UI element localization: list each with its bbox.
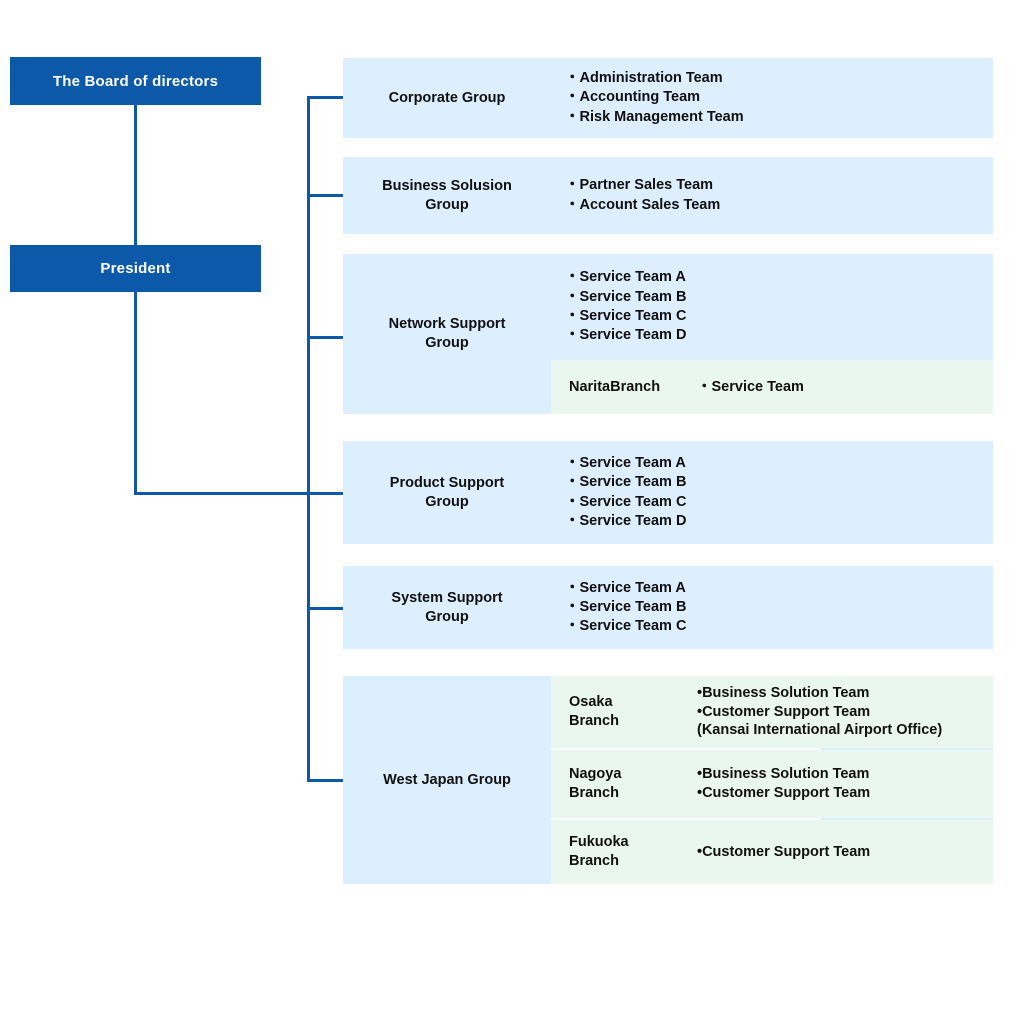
team-item: ・Risk Management Team bbox=[565, 108, 744, 125]
team-item: ・Service Team C bbox=[565, 493, 687, 510]
group-teams-network-support-group: ・Service Team A ・Service Team B ・Service… bbox=[565, 254, 993, 360]
group-teams-product-support-group: ・Service Team A ・Service Team B ・Service… bbox=[565, 441, 993, 544]
branch-teams-naritabranch: ・Service Team bbox=[697, 360, 993, 414]
team-item: ・Accounting Team bbox=[565, 89, 701, 106]
team-item: ・Service Team D bbox=[565, 512, 687, 529]
team-item: ・Service Team C bbox=[565, 618, 687, 635]
connector-president-to-trunk bbox=[134, 492, 310, 495]
branch-row-naritabranch: NaritaBranch ・Service Team bbox=[551, 360, 993, 414]
connector-stub-system-support-group bbox=[307, 607, 345, 610]
team-item: •Customer Support Team bbox=[697, 703, 871, 720]
team-item: ・Service Team A bbox=[565, 579, 686, 596]
branch-teams-fukuoka-branch: •Customer Support Team bbox=[697, 820, 993, 884]
president-label: President bbox=[100, 260, 171, 277]
board-of-directors-label: The Board of directors bbox=[52, 72, 219, 90]
branch-teams-osaka-branch: •Business Solution Team •Customer Suppor… bbox=[697, 676, 993, 748]
branch-teams-nagoya-branch: •Business Solution Team •Customer Suppor… bbox=[697, 750, 993, 818]
team-item: •Customer Support Team bbox=[697, 843, 871, 860]
connector-board-to-president bbox=[134, 105, 137, 245]
group-label-corporate-group: Corporate Group bbox=[388, 89, 506, 106]
connector-trunk bbox=[307, 96, 310, 781]
team-item: ・Account Sales Team bbox=[565, 196, 721, 213]
connector-stub-network-support-group bbox=[307, 336, 345, 339]
team-item: (Kansai International Airport Office) bbox=[697, 722, 943, 739]
board-of-directors-box: The Board of directors bbox=[10, 57, 261, 105]
team-item: •Business Solution Team bbox=[697, 766, 870, 783]
group-panel-corporate-group: Corporate Group ・Administration Team ・Ac… bbox=[343, 58, 993, 138]
team-item: ・Service Team D bbox=[565, 327, 687, 344]
team-item: •Business Solution Team bbox=[697, 684, 870, 701]
connector-stub-business-solusion-group bbox=[307, 194, 345, 197]
group-teams-corporate-group: ・Administration Team ・Accounting Team ・R… bbox=[565, 58, 993, 138]
team-item: ・Service Team A bbox=[565, 454, 686, 471]
team-item: ・Service Team B bbox=[565, 474, 687, 491]
team-item: ・Service Team B bbox=[565, 288, 687, 305]
branch-row-separator bbox=[551, 818, 821, 820]
connector-stub-west-japan-group bbox=[307, 779, 345, 782]
group-label-west-japan-group: West Japan Group bbox=[383, 771, 511, 788]
team-item: ・Service Team C bbox=[565, 308, 687, 324]
team-item: ・Partner Sales Team bbox=[565, 177, 714, 194]
connector-stub-corporate-group bbox=[307, 96, 345, 99]
connector-stub-product-support-group bbox=[307, 492, 345, 495]
group-teams-business-solusion-group: ・Partner Sales Team ・Account Sales Team bbox=[565, 157, 993, 234]
team-item: ・Service Team bbox=[697, 378, 804, 395]
team-item: •Customer Support Team bbox=[697, 785, 871, 801]
team-item: ・Service Team A bbox=[565, 269, 686, 286]
connector-president-down bbox=[134, 292, 137, 495]
branch-label-naritabranch: NaritaBranch bbox=[569, 378, 661, 395]
team-item: ・Service Team B bbox=[565, 598, 687, 615]
branch-row-separator bbox=[551, 748, 821, 750]
president-box: President bbox=[10, 245, 261, 292]
team-item: ・Administration Team bbox=[565, 70, 723, 87]
group-teams-system-support-group: ・Service Team A ・Service Team B ・Service… bbox=[565, 566, 993, 649]
